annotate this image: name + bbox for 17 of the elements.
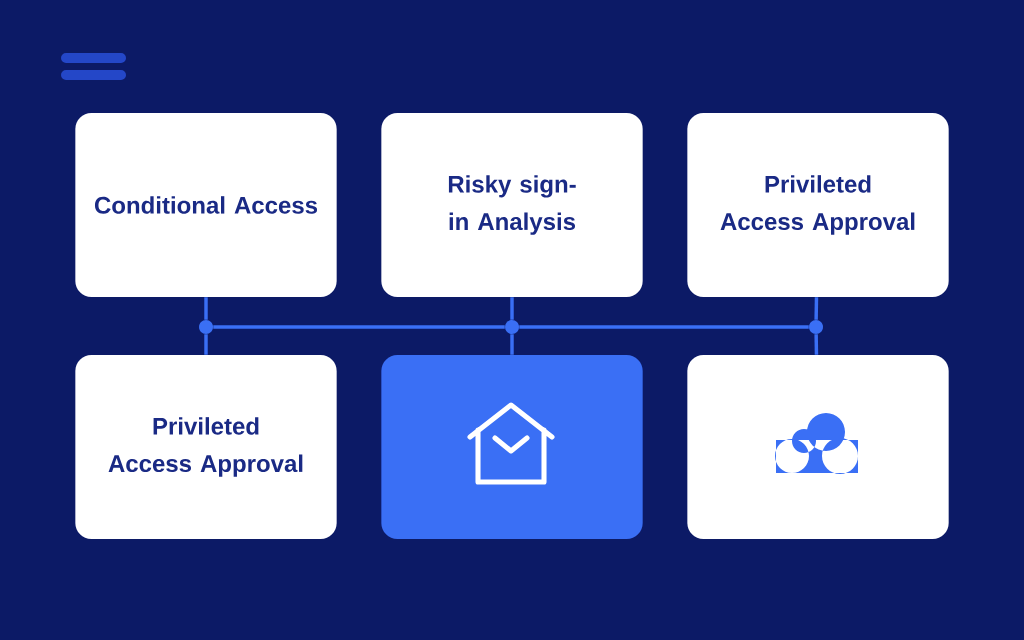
junction-dot bbox=[199, 320, 213, 334]
connector-line bbox=[510, 334, 514, 355]
connector-line bbox=[510, 297, 514, 320]
connector-line bbox=[204, 334, 208, 355]
text-card: Conditional Access bbox=[75, 113, 337, 297]
text-card: Risky sign-in Analysis bbox=[381, 113, 643, 297]
card bbox=[381, 355, 643, 539]
connector-line bbox=[213, 325, 505, 329]
connector-line bbox=[204, 297, 208, 320]
text-card: Privileted Access Approval bbox=[687, 113, 949, 297]
connector-line bbox=[519, 325, 809, 329]
card bbox=[687, 355, 949, 539]
junction-dot bbox=[809, 320, 823, 334]
text-card: Privileted Access Approval bbox=[75, 355, 337, 539]
junction-dot bbox=[505, 320, 519, 334]
connector-line bbox=[814, 297, 819, 320]
connector-line bbox=[814, 334, 819, 355]
